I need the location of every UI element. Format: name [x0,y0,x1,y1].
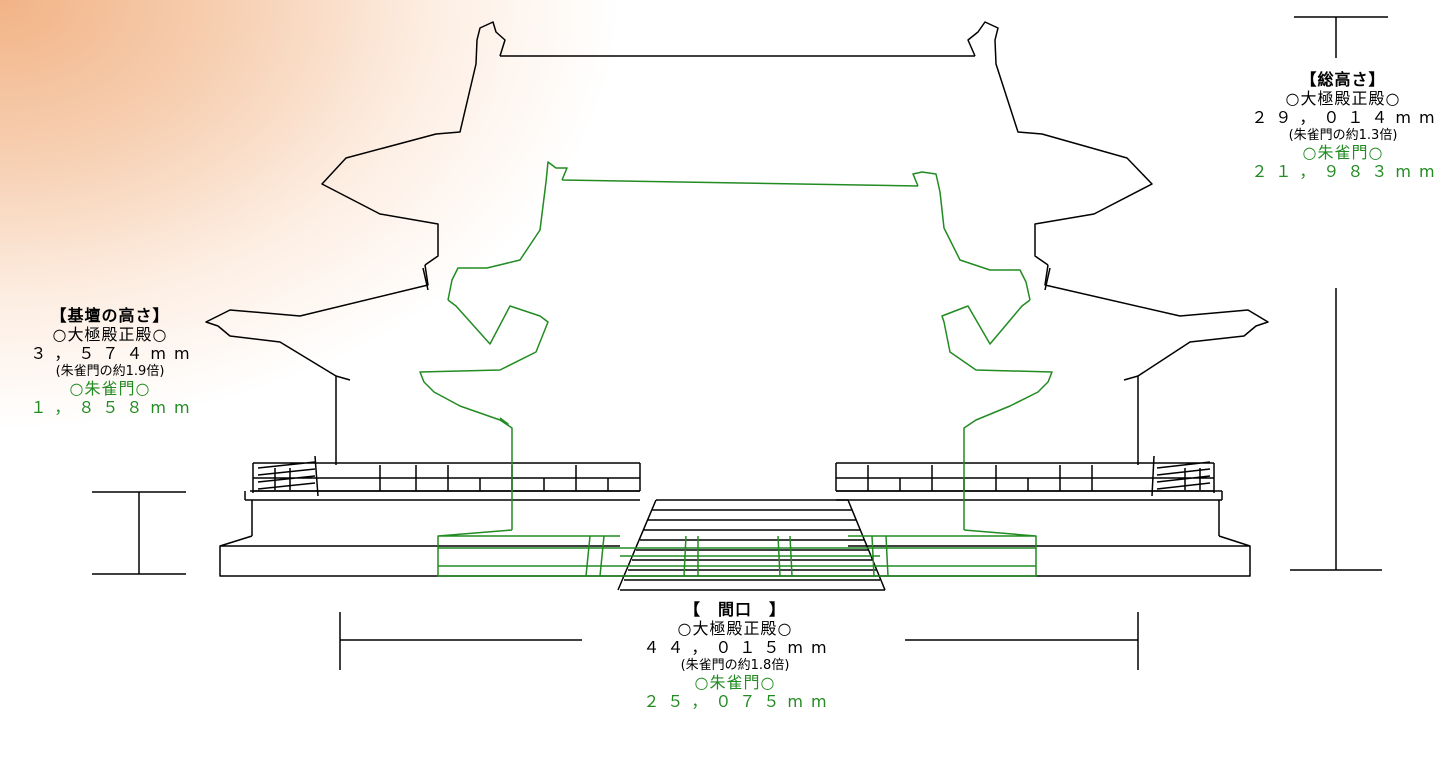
total-height-suzakumon-name: ○朱雀門○ [1302,143,1384,163]
daigokuden-balustrade-left [252,455,641,497]
suzakumon-left-tiers [419,299,549,530]
base-height-ratio: (朱雀門の約1.9倍) [55,363,165,379]
base-height-label: 【基壇の高さ】 ○大極殿正殿○ ３，５７４mm (朱雀門の約1.9倍) ○朱雀門… [10,306,210,418]
base-height-tick [92,491,186,575]
base-height-suzakumon-name: ○朱雀門○ [69,379,151,399]
frontage-daigokuden-value: ４４，０１５mm [643,638,835,658]
suzakumon-outline [419,161,1053,577]
daigokuden-outline [205,21,1269,591]
total-height-top-tick [1294,16,1388,58]
total-height-heading: 【総高さ】 [1300,70,1386,89]
daigokuden-top-roof [321,21,1153,266]
frontage-ratio: (朱雀門の約1.8倍) [680,657,790,673]
total-height-ratio: (朱雀門の約1.3倍) [1288,127,1398,143]
total-height-suzakumon-value: ２１，９８３mm [1251,162,1443,182]
base-height-heading: 【基壇の高さ】 [50,306,170,325]
daigokuden-base-platform [219,490,1251,577]
dimension-lines [92,16,1388,670]
frontage-suzakumon-name: ○朱雀門○ [694,673,776,693]
daigokuden-lower-roof [205,264,1269,465]
total-height-daigokuden-name: ○大極殿正殿○ [1285,89,1401,109]
frontage-suzakumon-value: ２５，０７５mm [643,692,835,712]
total-height-bottom-tick [1290,288,1382,571]
frontage-left-dimension [339,612,582,670]
total-height-label: 【総高さ】 ○大極殿正殿○ ２９，０１４mm (朱雀門の約1.3倍) ○朱雀門○… [1238,70,1448,182]
frontage-heading: 【 間口 】 [683,600,786,619]
daigokuden-balustrade-right [835,455,1215,497]
total-height-daigokuden-value: ２９，０１４mm [1251,108,1443,128]
frontage-label: 【 間口 】 ○大極殿正殿○ ４４，０１５mm (朱雀門の約1.8倍) ○朱雀門… [630,600,840,712]
daigokuden-stairs [617,499,886,591]
base-height-daigokuden-name: ○大極殿正殿○ [52,325,168,345]
frontage-daigokuden-name: ○大極殿正殿○ [677,619,793,639]
base-height-daigokuden-value: ３，５７４mm [30,344,198,364]
suzakumon-top-roof [447,161,1031,301]
base-height-suzakumon-value: １，８５８mm [30,398,198,418]
frontage-right-dimension [905,612,1139,670]
suzakumon-stairs [585,535,889,577]
suzakumon-right-tiers [941,299,1053,530]
